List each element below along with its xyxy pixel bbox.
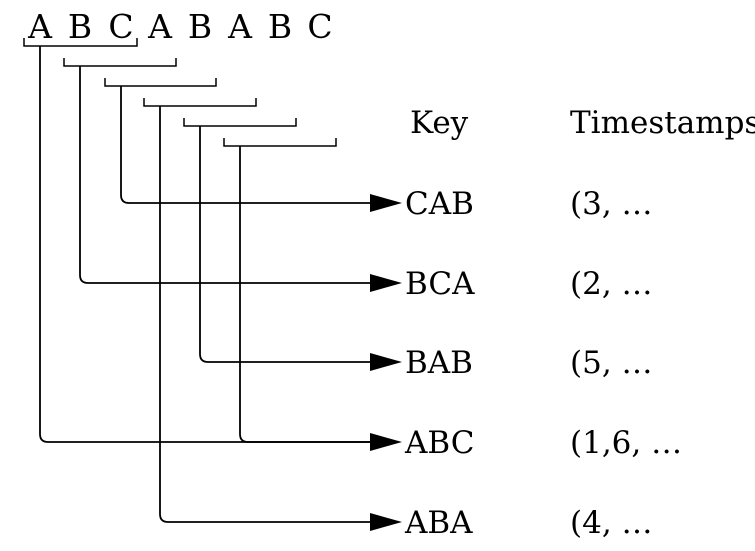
sequence-letter: A [27, 7, 53, 46]
window-bracket [63, 58, 177, 67]
arrowhead [370, 274, 402, 292]
connector-line [39, 46, 370, 443]
key-table: CAB (3, … BCA (2, … BAB (5, … ABC (1,6, … ABA (4,… [370, 186, 682, 541]
connector-line [199, 126, 370, 363]
sequence-letter: A [227, 7, 253, 46]
timestamps-value: (1,6, … [570, 425, 682, 461]
window-bracket [23, 38, 138, 47]
sequence-letter: B [68, 7, 92, 46]
arrowhead [370, 194, 402, 212]
connector-line [79, 66, 370, 284]
key-label: BCA [405, 266, 475, 302]
key-label: BAB [405, 345, 473, 381]
arrowhead [370, 433, 402, 451]
timestamps-value: (5, … [570, 345, 653, 381]
sequence-letter: C [307, 7, 332, 46]
window-brackets [23, 38, 337, 147]
timestamps-value: (2, … [570, 266, 653, 302]
window-bracket [223, 138, 337, 147]
connectors [39, 46, 370, 523]
key-label: CAB [405, 186, 474, 222]
timestamps-value: (3, … [570, 186, 653, 222]
arrowhead [370, 513, 402, 531]
timestamps-header: Timestamps [570, 105, 755, 141]
window-bracket [143, 98, 257, 107]
connector-line [159, 106, 370, 523]
key-label: ABA [404, 505, 473, 541]
connector-line [120, 86, 370, 204]
window-bracket [104, 78, 217, 87]
sequence-letter: B [188, 7, 212, 46]
sequence-letter: B [268, 7, 292, 46]
sequence-letter: A [147, 7, 173, 46]
key-header: Key [410, 105, 469, 141]
timestamps-value: (4, … [570, 505, 653, 541]
window-bracket [183, 118, 297, 127]
sequence-letter: C [108, 7, 133, 46]
connector-line [239, 146, 370, 443]
arrowhead [370, 353, 402, 371]
key-label: ABC [404, 425, 474, 461]
